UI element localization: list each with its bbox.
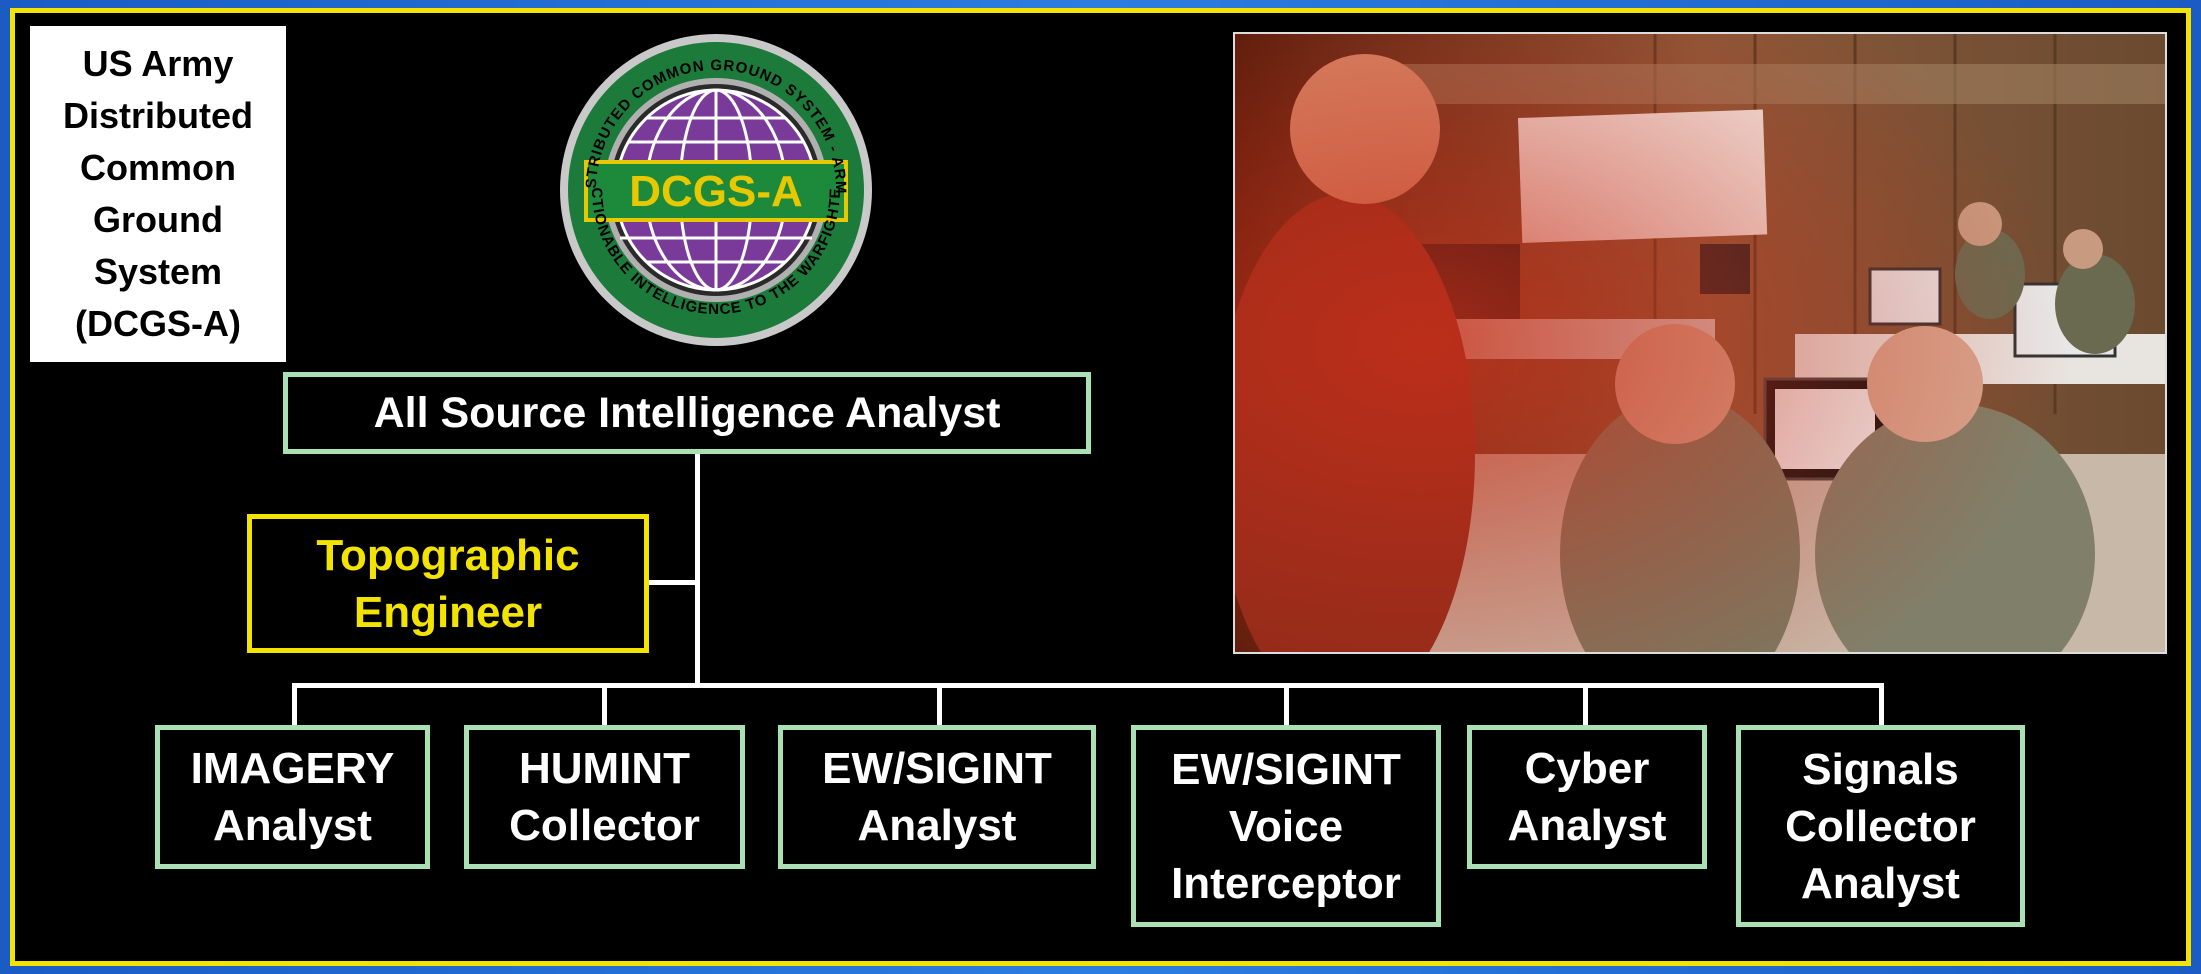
node-label-line: Collector bbox=[1785, 801, 1976, 851]
connector-drop bbox=[937, 683, 942, 727]
title-line: US Army bbox=[82, 43, 234, 84]
soldiers-photo bbox=[1233, 32, 2167, 654]
node-label-line: Topographic bbox=[316, 530, 580, 580]
node-label-line: IMAGERY bbox=[190, 744, 395, 793]
node-label-line: Interceptor bbox=[1171, 858, 1401, 908]
node-ew-sigint-analyst: EW/SIGINT Analyst bbox=[778, 725, 1096, 869]
title-line: Common bbox=[79, 147, 236, 188]
soldiers-photo-illustration bbox=[1235, 34, 2165, 652]
node-humint-collector: HUMINT Collector bbox=[464, 725, 745, 869]
node-label-line: Cyber bbox=[1524, 744, 1650, 793]
node-label-line: Voice bbox=[1228, 801, 1344, 851]
node-topographic-engineer: Topographic Engineer bbox=[247, 514, 649, 653]
connector-topo bbox=[649, 580, 699, 585]
node-label-line: EW/SIGINT bbox=[822, 744, 1052, 793]
connector-drop bbox=[1879, 683, 1884, 727]
title-line: Ground bbox=[93, 199, 223, 240]
node-imagery-analyst: IMAGERY Analyst bbox=[155, 725, 430, 869]
node-label-line: HUMINT bbox=[518, 744, 691, 793]
title-line: System bbox=[93, 251, 223, 292]
node-label-line: Analyst bbox=[1801, 858, 1960, 908]
node-signals-collector-analyst: Signals Collector Analyst bbox=[1736, 725, 2025, 927]
connector-drop bbox=[602, 683, 607, 727]
connector-horizontal-bus bbox=[292, 683, 1884, 688]
connector-drop bbox=[1284, 683, 1289, 727]
node-label-line: Analyst bbox=[1507, 801, 1667, 850]
title-line: (DCGS-A) bbox=[75, 303, 241, 344]
node-label-line: Engineer bbox=[353, 587, 543, 637]
title-box: US Army Distributed Common Ground System… bbox=[30, 26, 286, 362]
dcgs-a-logo: DCGS-A DISTRIBUTED COMMON GROUND SYSTEM … bbox=[556, 30, 872, 346]
connector-drop bbox=[1583, 683, 1588, 727]
node-all-source-analyst: All Source Intelligence Analyst bbox=[283, 372, 1091, 454]
node-label: All Source Intelligence Analyst bbox=[373, 388, 1001, 437]
node-label-line: Collector bbox=[509, 801, 700, 850]
node-label-line: Signals bbox=[1802, 744, 1959, 794]
logo-emblem-text: DCGS-A bbox=[629, 167, 803, 216]
connector-drop bbox=[292, 683, 297, 727]
node-label-line: Analyst bbox=[857, 801, 1017, 850]
node-ew-sigint-voice-interceptor: EW/SIGINT Voice Interceptor bbox=[1131, 725, 1441, 927]
node-cyber-analyst: Cyber Analyst bbox=[1467, 725, 1707, 869]
connector-vertical-main bbox=[695, 454, 700, 687]
node-label-line: EW/SIGINT bbox=[1171, 744, 1401, 794]
title-line: Distributed bbox=[62, 95, 253, 136]
node-label-line: Analyst bbox=[213, 801, 372, 850]
